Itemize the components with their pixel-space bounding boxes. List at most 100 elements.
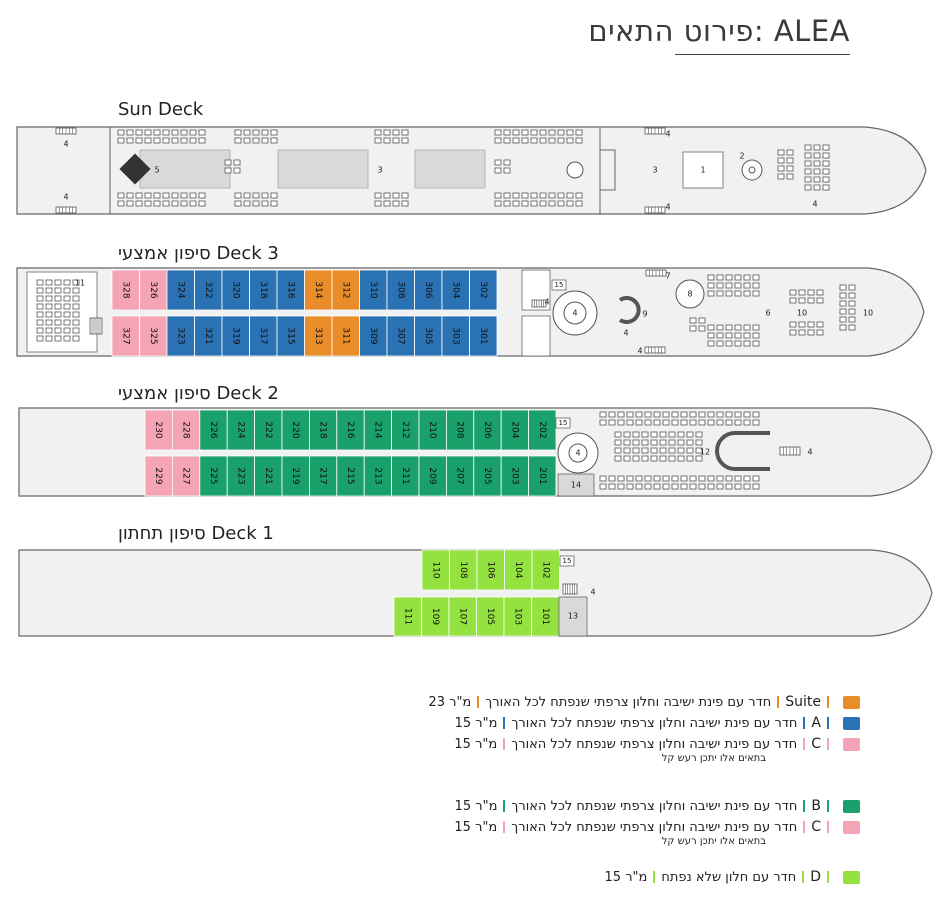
cabin-label: 317 xyxy=(258,327,268,344)
cabin-311 xyxy=(331,315,360,357)
deck3-lounge-seat xyxy=(707,340,715,347)
deck3-lounge-seat xyxy=(36,311,44,318)
deck3-lounge-seat xyxy=(725,274,733,281)
legend-note: בתאים אלו יתכן רעש קל xyxy=(661,753,766,764)
sun-lounger xyxy=(521,200,529,207)
deck3-lounge-seat xyxy=(689,317,697,324)
deck3-lounge-seat xyxy=(72,287,80,294)
deck2-dining-seat xyxy=(644,475,652,482)
deck3-number: 4 xyxy=(572,309,577,318)
deck3-lounge-seat xyxy=(848,308,856,315)
cabin-305 xyxy=(414,315,443,357)
deck3-lounge-seat xyxy=(45,327,53,334)
sun-lounger xyxy=(153,129,161,136)
deck2-dining-table xyxy=(677,431,685,438)
deck3-lounge-seat xyxy=(63,287,71,294)
legend-category: B xyxy=(811,798,821,814)
deck2-dining-seat xyxy=(617,483,625,490)
cabin-label: 102 xyxy=(540,561,550,578)
deck3-lounge-seat xyxy=(743,340,751,347)
cabin-label: 207 xyxy=(455,467,465,484)
cabin-206 xyxy=(473,409,502,451)
cabin-106 xyxy=(476,549,505,591)
deck2-dining-seat xyxy=(734,411,742,418)
deck3-lounge-seat xyxy=(707,324,715,331)
cabin-302 xyxy=(469,269,498,311)
cabin-222 xyxy=(254,409,283,451)
sun-lounger xyxy=(512,137,520,144)
cabin-label: 302 xyxy=(478,281,488,298)
legend-swatch xyxy=(843,695,860,709)
sun-lounger xyxy=(401,129,409,136)
sun-lounger xyxy=(234,192,242,199)
deck2-dining-table xyxy=(650,431,658,438)
deck3-lounge-seat xyxy=(36,303,44,310)
sun-deck-number: 4 xyxy=(63,140,68,149)
sun-bow-seat xyxy=(813,160,821,167)
deck3-lounge-seat xyxy=(743,274,751,281)
deck3-number: 7 xyxy=(665,272,670,281)
legend-description: חדר עם פינת ישיבה וחלון צרפתי שנפתח לכל … xyxy=(511,819,798,835)
sun-lounger xyxy=(171,192,179,199)
sun-bow-seat xyxy=(777,157,785,164)
sun-bow-seat xyxy=(813,176,821,183)
legend-description: חדר עם פינת ישיבה וחלון צרפתי שנפתח לכל … xyxy=(511,798,798,814)
deck3-lounge-seat xyxy=(789,329,797,336)
sun-lounger xyxy=(234,200,242,207)
sun-lounger xyxy=(566,192,574,199)
deck3-lounge-seat xyxy=(36,279,44,286)
deck3-lounge-seat xyxy=(848,324,856,331)
deck3-lounge-seat xyxy=(45,319,53,326)
sun-deck-number: 1 xyxy=(700,166,705,175)
sun-lounger xyxy=(548,137,556,144)
legend-divider xyxy=(503,717,506,729)
cabin-214 xyxy=(363,409,393,451)
deck3-lounge-seat xyxy=(725,282,733,289)
deck2-dining-seat xyxy=(662,475,670,482)
sun-lounger xyxy=(521,129,529,136)
deck2-dining-table xyxy=(632,447,640,454)
sun-lounger xyxy=(383,129,391,136)
deck2-dining-seat xyxy=(644,411,652,418)
sun-lounger xyxy=(494,192,502,199)
sun-lounger xyxy=(575,129,583,136)
cabin-217 xyxy=(308,455,338,497)
cabin-315 xyxy=(276,315,305,357)
cabin-label: 105 xyxy=(485,608,495,625)
deck3-lounge-seat xyxy=(707,332,715,339)
deck2-number: 15 xyxy=(559,419,568,427)
sun-lounger xyxy=(383,137,391,144)
sun-deck-number: 4 xyxy=(812,200,817,209)
legend-divider xyxy=(802,871,805,883)
sun-lounger xyxy=(566,137,574,144)
sun-lounger xyxy=(180,192,188,199)
deck3-lounge-seat xyxy=(54,279,62,286)
deck2-lift xyxy=(568,443,588,463)
deck2-dining-seat xyxy=(716,483,724,490)
sun-bow-seat xyxy=(786,149,794,156)
sun-lounger xyxy=(180,129,188,136)
sun-lounger xyxy=(512,129,520,136)
deck2-dining-seat xyxy=(707,419,715,426)
deck3-lounge-seat xyxy=(63,303,71,310)
deck2-dining-seat xyxy=(698,411,706,418)
deck3-lounge-seat xyxy=(807,329,815,336)
sun-bow-seat xyxy=(813,184,821,191)
deck1-hull xyxy=(18,549,933,637)
sun-lounger xyxy=(401,192,409,199)
sun-lounger xyxy=(261,192,269,199)
sun-lounger xyxy=(530,192,538,199)
cabin-label: 106 xyxy=(485,561,495,578)
sun-lounger xyxy=(539,137,547,144)
deck2-label: סיפון אמצעי Deck 2 xyxy=(118,383,279,404)
sun-bow-seat xyxy=(813,152,821,159)
sun-lounger xyxy=(512,200,520,207)
legend-divider xyxy=(827,738,829,750)
cabin-221 xyxy=(254,455,283,497)
sun-bow-seat xyxy=(786,165,794,172)
cabin-label: 327 xyxy=(120,327,130,344)
cabin-label: 308 xyxy=(395,281,405,298)
legend-divider xyxy=(503,738,506,750)
cabin-label: 321 xyxy=(203,327,213,344)
legend-description: חדר עם חלון שלא נפתח xyxy=(661,869,797,885)
